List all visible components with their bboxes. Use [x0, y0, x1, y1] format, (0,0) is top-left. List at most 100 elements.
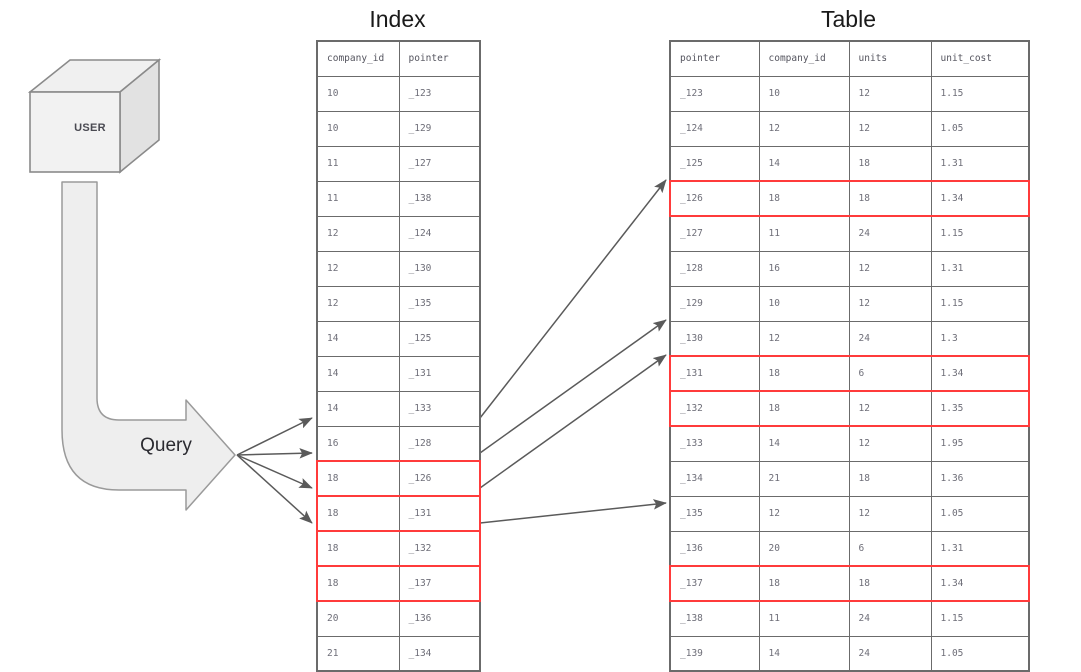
data-table-cell-units: 18 — [848, 565, 932, 602]
index-table-cell-pointer: _124 — [398, 215, 481, 252]
query-to-index-row-1 — [236, 417, 313, 456]
data-table-cell-units: 6 — [848, 355, 932, 392]
index-table-cell-pointer: _130 — [398, 250, 481, 287]
index-table-cell-pointer: _131 — [398, 495, 481, 532]
index-table-row: 11_127 — [316, 145, 481, 182]
data-table-cell-units: 12 — [848, 390, 932, 427]
index-table-row-highlighted: 18_131 — [316, 495, 481, 532]
data-table-cell-unit_cost: 1.05 — [930, 110, 1030, 147]
data-table-cell-units: 24 — [848, 600, 932, 637]
data-table-cell-units: 12 — [848, 285, 932, 322]
data-table-cell-units: 12 — [848, 495, 932, 532]
index-table-cell-company_id: 18 — [316, 565, 400, 602]
data-table-cell-company_id: 11 — [758, 215, 850, 252]
index-table-row: 21_134 — [316, 635, 481, 672]
data-table-cell-pointer: _132 — [669, 390, 760, 427]
data-table-cell-pointer: _130 — [669, 320, 760, 357]
data-table-cell-company_id: 14 — [758, 145, 850, 182]
data-table-cell-company_id: 18 — [758, 355, 850, 392]
data-table-cell-pointer: _136 — [669, 530, 760, 567]
index-table-cell-company_id: 18 — [316, 495, 400, 532]
data-table-cell-unit_cost: 1.35 — [930, 390, 1030, 427]
data-table-cell-units: 24 — [848, 215, 932, 252]
index-table-row: 14_131 — [316, 355, 481, 392]
index-table-cell-pointer: _131 — [398, 355, 481, 392]
index-table-cell-company_id: 12 — [316, 250, 400, 287]
user-label: USER — [74, 122, 106, 134]
index-table-cell-pointer: _126 — [398, 460, 481, 497]
cube-front-face — [29, 91, 121, 173]
table-title: Table — [821, 6, 876, 32]
data-table-cell-unit_cost: 1.34 — [930, 180, 1030, 217]
index-table-cell-pointer: _132 — [398, 530, 481, 567]
data-table-cell-company_id: 10 — [758, 75, 850, 112]
data-table-cell-company_id: 21 — [758, 460, 850, 497]
data-table-cell-company_id: 12 — [758, 320, 850, 357]
data-table-col-header-unit_cost: unit_cost — [930, 40, 1030, 77]
index-table-cell-company_id: 10 — [316, 110, 400, 147]
index-table-row: 20_136 — [316, 600, 481, 637]
data-table-cell-pointer: _138 — [669, 600, 760, 637]
index-table-cell-company_id: 14 — [316, 390, 400, 427]
data-table-cell-company_id: 14 — [758, 635, 850, 672]
data-table-col-header-units: units — [848, 40, 932, 77]
data-table-col-header-pointer: pointer — [669, 40, 760, 77]
data-table-cell-company_id: 14 — [758, 425, 850, 462]
index-table-cell-pointer: _137 — [398, 565, 481, 602]
index-table-cell-pointer: _136 — [398, 600, 481, 637]
query-to-index-row-2 — [236, 448, 313, 459]
data-table-cell-pointer: _124 — [669, 110, 760, 147]
index-to-table-132 — [479, 354, 667, 489]
index-table-col-header-pointer: pointer — [398, 40, 481, 77]
index-table-cell-pointer: _135 — [398, 285, 481, 322]
data-table-cell-unit_cost: 1.95 — [930, 425, 1030, 462]
index-table-cell-pointer: _138 — [398, 180, 481, 217]
data-table-cell-units: 12 — [848, 425, 932, 462]
data-table-cell-unit_cost: 1.05 — [930, 495, 1030, 532]
user-cube-svg — [27, 58, 162, 174]
data-table-cell-unit_cost: 1.15 — [930, 285, 1030, 322]
data-table-cell-unit_cost: 1.15 — [930, 215, 1030, 252]
index-table-cell-pointer: _125 — [398, 320, 481, 357]
data-table-cell-unit_cost: 1.36 — [930, 460, 1030, 497]
data-table-cell-company_id: 12 — [758, 110, 850, 147]
index-table-row-highlighted: 18_132 — [316, 530, 481, 567]
user-cube — [27, 36, 178, 181]
index-table-cell-company_id: 16 — [316, 425, 400, 462]
query-label: Query — [140, 435, 192, 456]
index-table-col-header-company_id: company_id — [316, 40, 400, 77]
data-table-cell-unit_cost: 1.31 — [930, 145, 1030, 182]
data-table-cell-unit_cost: 1.34 — [930, 565, 1030, 602]
index-table-row: 10_123 — [316, 75, 481, 112]
query-block-arrow — [61, 181, 236, 511]
index-table-row: 10_129 — [316, 110, 481, 147]
query-to-index-row-4 — [236, 454, 313, 524]
data-table-cell-unit_cost: 1.31 — [930, 250, 1030, 287]
data-table-cell-units: 12 — [848, 250, 932, 287]
index-table-cell-company_id: 14 — [316, 320, 400, 357]
data-table-cell-pointer: _126 — [669, 180, 760, 217]
data-table-cell-pointer: _129 — [669, 285, 760, 322]
data-table-cell-pointer: _127 — [669, 215, 760, 252]
data-table-cell-unit_cost: 1.15 — [930, 600, 1030, 637]
data-table-cell-company_id: 20 — [758, 530, 850, 567]
index-table-cell-company_id: 11 — [316, 180, 400, 217]
data-table-cell-units: 24 — [848, 635, 932, 672]
data-table-cell-unit_cost: 1.15 — [930, 75, 1030, 112]
index-table-cell-company_id: 12 — [316, 215, 400, 252]
index-table-row: 14_125 — [316, 320, 481, 357]
